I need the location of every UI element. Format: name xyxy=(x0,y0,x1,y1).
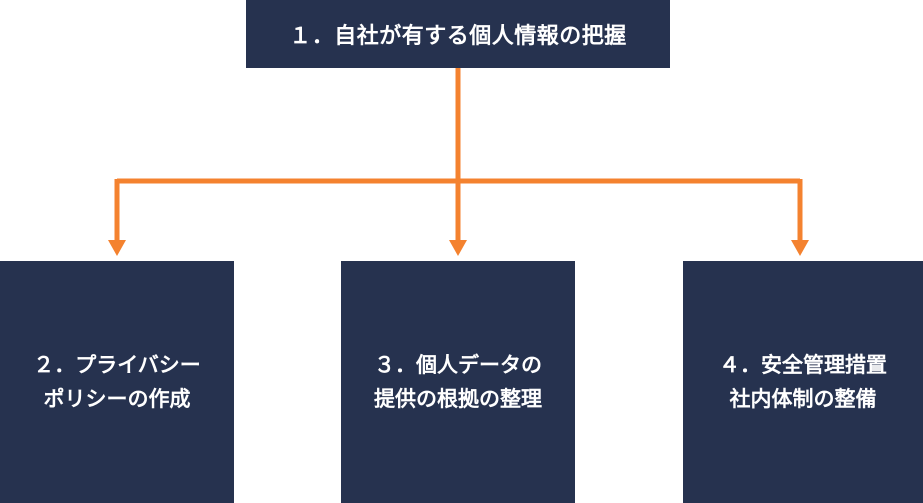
child-node-data-provision-line-1: ３．個人データの xyxy=(374,353,542,377)
root-node: １．自社が有する個人情報の把握 xyxy=(246,0,670,68)
child-node-data-provision-line-2: 提供の根拠の整理 xyxy=(374,387,542,411)
child-node-security-measures: ４．安全管理措置 社内体制の整備 xyxy=(683,261,923,503)
child-node-data-provision: ３．個人データの 提供の根拠の整理 xyxy=(341,261,575,503)
child-node-security-measures-line-2: 社内体制の整備 xyxy=(729,387,877,411)
arrowhead-right xyxy=(791,240,809,256)
arrowhead-middle xyxy=(449,240,467,256)
child-node-privacy-policy: ２．プライバシー ポリシーの作成 xyxy=(0,261,234,503)
arrowhead-left xyxy=(108,240,126,256)
child-node-privacy-policy-line-2: ポリシーの作成 xyxy=(43,387,191,411)
child-node-security-measures-line-1: ４．安全管理措置 xyxy=(719,353,887,377)
root-node-label: １．自社が有する個人情報の把握 xyxy=(289,24,627,49)
child-node-privacy-policy-line-1: ２．プライバシー xyxy=(33,353,201,377)
